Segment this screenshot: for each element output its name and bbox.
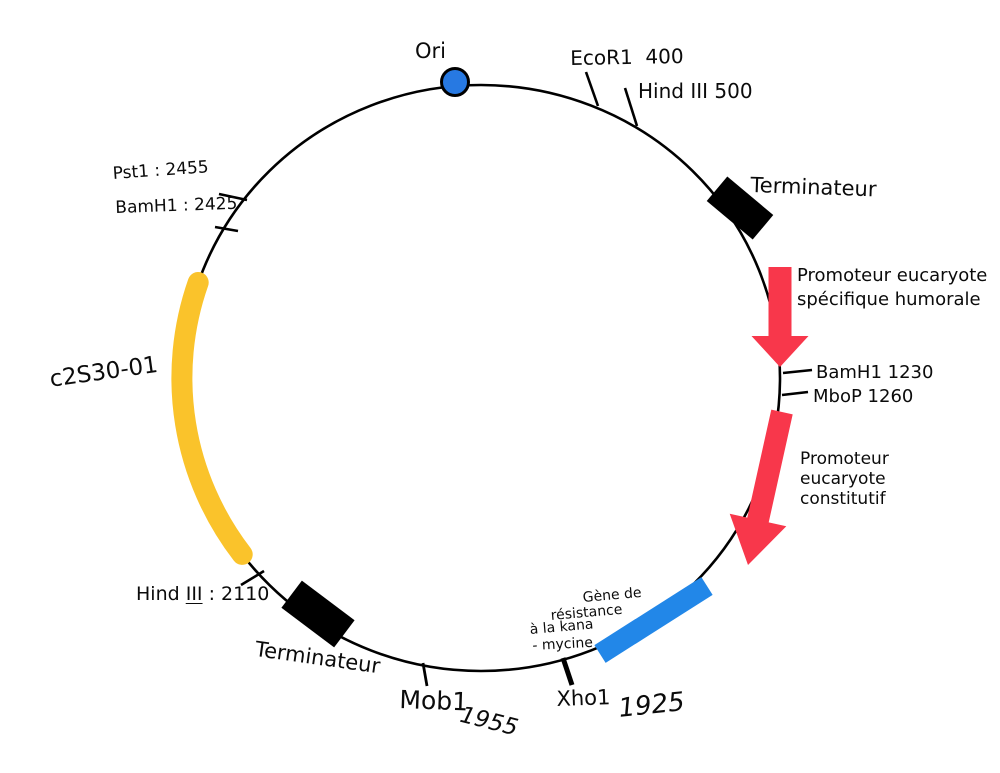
bamh1-2425-label: BamH1 : 2425 xyxy=(115,193,238,218)
mob1-label: Mob1 xyxy=(398,684,469,717)
xho1-label: Xho1 xyxy=(556,685,611,711)
xho1-tick xyxy=(560,657,575,686)
bamh1-1230-tick xyxy=(782,368,813,375)
hind3-2110-tick xyxy=(240,569,265,587)
c2s30-gene-arc xyxy=(171,272,253,565)
hind3-2110-suffix: : 2110 xyxy=(202,583,270,605)
terminator-box-bottom xyxy=(281,580,355,648)
mob1-tick xyxy=(421,662,429,687)
hind3-500-label: Hind III 500 xyxy=(638,79,753,103)
bamh1-1230-label: BamH1 1230 xyxy=(816,362,934,383)
pst1-tick xyxy=(218,192,248,202)
bamh1-2425-tick xyxy=(214,225,239,233)
ori-label: Ori xyxy=(415,39,446,63)
promoter-constitutive-label: Promoteur eucaryote constitutif xyxy=(800,449,889,510)
hind3-2110-roman: III xyxy=(185,583,203,605)
ori-dot xyxy=(440,67,470,97)
hind3-500-tick xyxy=(623,87,639,127)
mbop-1260-tick xyxy=(781,390,809,397)
hind3-2110-label: Hind III : 2110 xyxy=(136,582,269,607)
hind3-2110-prefix: Hind xyxy=(136,583,186,605)
terminator-top-label: Terminateur xyxy=(750,172,877,202)
mbop-1260-label: MboP 1260 xyxy=(813,386,914,407)
promoter-constitutive-arrow xyxy=(729,409,793,565)
ecor1-400-label: EcoR1 400 xyxy=(570,44,684,70)
plasmid-circle xyxy=(180,83,782,673)
promoter-specific-arrow xyxy=(751,267,809,367)
ecor1-tick xyxy=(584,71,600,107)
kanamycin-label-line-4: - mycine xyxy=(532,634,594,654)
terminator-box-top xyxy=(706,176,774,240)
promoter-specific-label: Promoteur eucaryote spécifique humorale xyxy=(797,265,988,311)
kanamycin-gene-bar xyxy=(594,577,713,663)
xho1-position-label: 1925 xyxy=(617,687,687,724)
